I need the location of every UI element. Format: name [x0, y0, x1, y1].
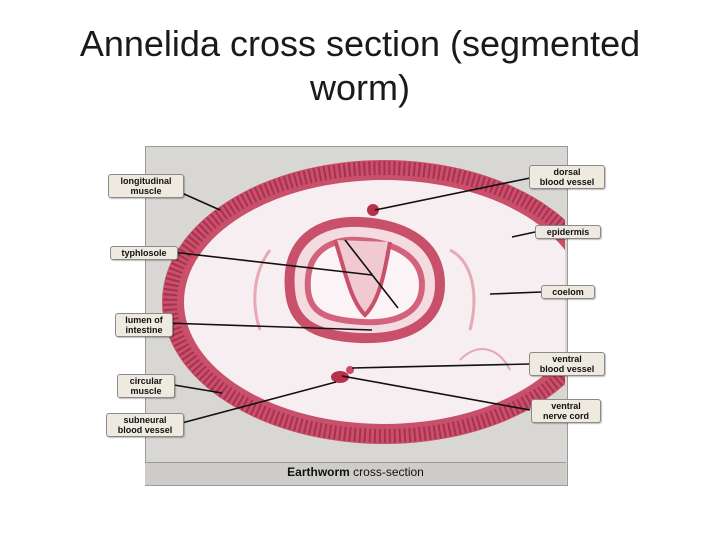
slide-title: Annelida cross section (segmented worm) — [79, 23, 641, 108]
label-epidermis: epidermis — [535, 225, 601, 239]
ventral-nerve-cord-mark — [331, 371, 349, 383]
leader-circular-muscle — [167, 383, 223, 394]
leader-lumen — [165, 322, 373, 331]
label-subneural-blood-vessel: subneural blood vessel — [106, 413, 184, 437]
label-ventral-nerve-cord: ventral nerve cord — [531, 399, 601, 423]
figure-caption: Earthworm cross-section — [145, 465, 566, 479]
leader-epidermis — [511, 231, 536, 238]
muscle-layer — [163, 161, 565, 443]
dorsal-vessel-mark — [367, 204, 379, 216]
label-dorsal-blood-vessel: dorsal blood vessel — [529, 165, 605, 189]
leader-typhlosole-2 — [344, 239, 399, 309]
label-ventral-blood-vessel: ventral blood vessel — [529, 352, 605, 376]
label-longitudinal-muscle: longitudinal muscle — [108, 174, 184, 198]
leader-ventral-vessel — [351, 363, 531, 369]
caption-bold: Earthworm — [287, 465, 350, 479]
label-lumen-of-intestine: lumen of intestine — [115, 313, 173, 337]
leader-nerve-cord — [341, 375, 531, 411]
label-circular-muscle: circular muscle — [117, 374, 175, 398]
leader-subneural — [177, 381, 337, 425]
label-coelom: coelom — [541, 285, 595, 299]
label-typhlosole: typhlosole — [110, 246, 178, 260]
leader-coelom — [489, 291, 543, 295]
typhlosole-fold — [333, 239, 392, 318]
caption-rest: cross-section — [349, 465, 424, 479]
leader-dorsal — [374, 177, 531, 211]
caption-bar: Earthworm cross-section — [145, 462, 566, 485]
leader-typhlosole — [171, 251, 373, 276]
